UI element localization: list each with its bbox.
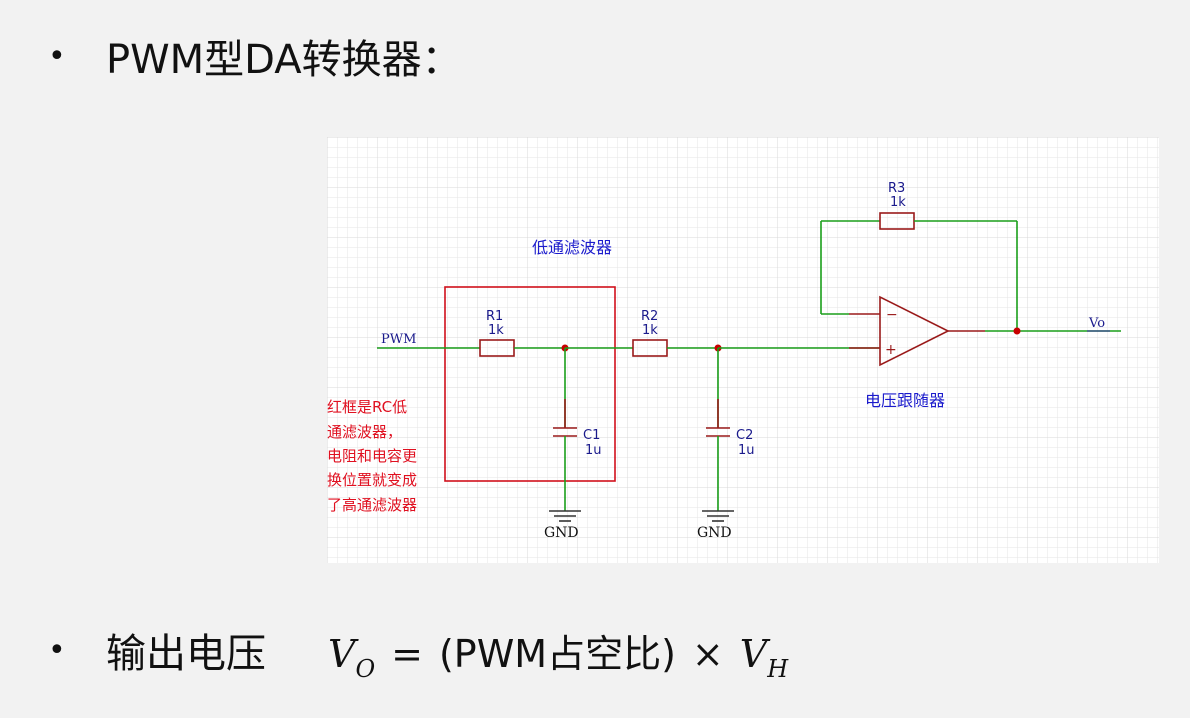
heading-line: • PWM型DA转换器： <box>48 28 462 84</box>
r2-ref: R2 <box>641 309 658 324</box>
follower-title: 电压跟随器 <box>865 391 945 410</box>
pwm-net-label: PWM <box>381 332 416 347</box>
r2-value: 1k <box>642 323 658 338</box>
note-line: 通滤波器， <box>327 423 402 441</box>
gnd2-label: GND <box>697 525 732 541</box>
r3-value: 1k <box>890 195 906 210</box>
opamp-triangle <box>879 295 950 367</box>
formula-v2: V <box>739 631 768 676</box>
junction-output <box>1013 327 1021 335</box>
formula-equals: = <box>391 631 423 676</box>
opamp-plus-sign: + <box>885 342 897 358</box>
output-label: 输出电压 <box>106 631 266 677</box>
filter-title: 低通滤波器 <box>532 238 612 257</box>
opamp-minus-sign: − <box>886 307 898 323</box>
filter-frame <box>444 286 616 482</box>
r3-ref: R3 <box>888 181 905 196</box>
note-line: 红框是RC低 <box>327 398 407 416</box>
bullet: • <box>48 632 66 668</box>
formula-v: V <box>328 631 356 676</box>
c2-value: 1u <box>738 443 755 458</box>
r1-ref: R1 <box>486 309 503 324</box>
formula-duty: (PWM占空比) <box>438 631 676 676</box>
filter-note: 红框是RC低 通滤波器， 电阻和电容更 换位置就变成 了高通滤波器 <box>327 398 417 514</box>
r1-value: 1k <box>488 323 504 338</box>
heading-text: PWM型DA转换器： <box>106 37 462 83</box>
c1-value: 1u <box>585 443 602 458</box>
formula-times: × <box>691 631 724 676</box>
c1-ref: C1 <box>583 428 600 443</box>
gnd1-label: GND <box>544 525 579 541</box>
bullet: • <box>48 38 66 74</box>
note-line: 了高通滤波器 <box>327 496 417 514</box>
note-line: 换位置就变成 <box>327 471 417 489</box>
vo-net-label: Vo <box>1088 316 1105 331</box>
circuit-schematic: 低通滤波器 PWM R1 1k C1 1u GND R2 1k C2 1u <box>327 137 1159 563</box>
gnd2-symbol <box>702 510 734 522</box>
formula-sub-o: O <box>355 654 376 683</box>
gnd1-symbol <box>549 510 581 522</box>
note-line: 电阻和电容更 <box>327 447 417 465</box>
formula-sub-h: H <box>767 654 789 683</box>
c2-ref: C2 <box>736 428 753 443</box>
